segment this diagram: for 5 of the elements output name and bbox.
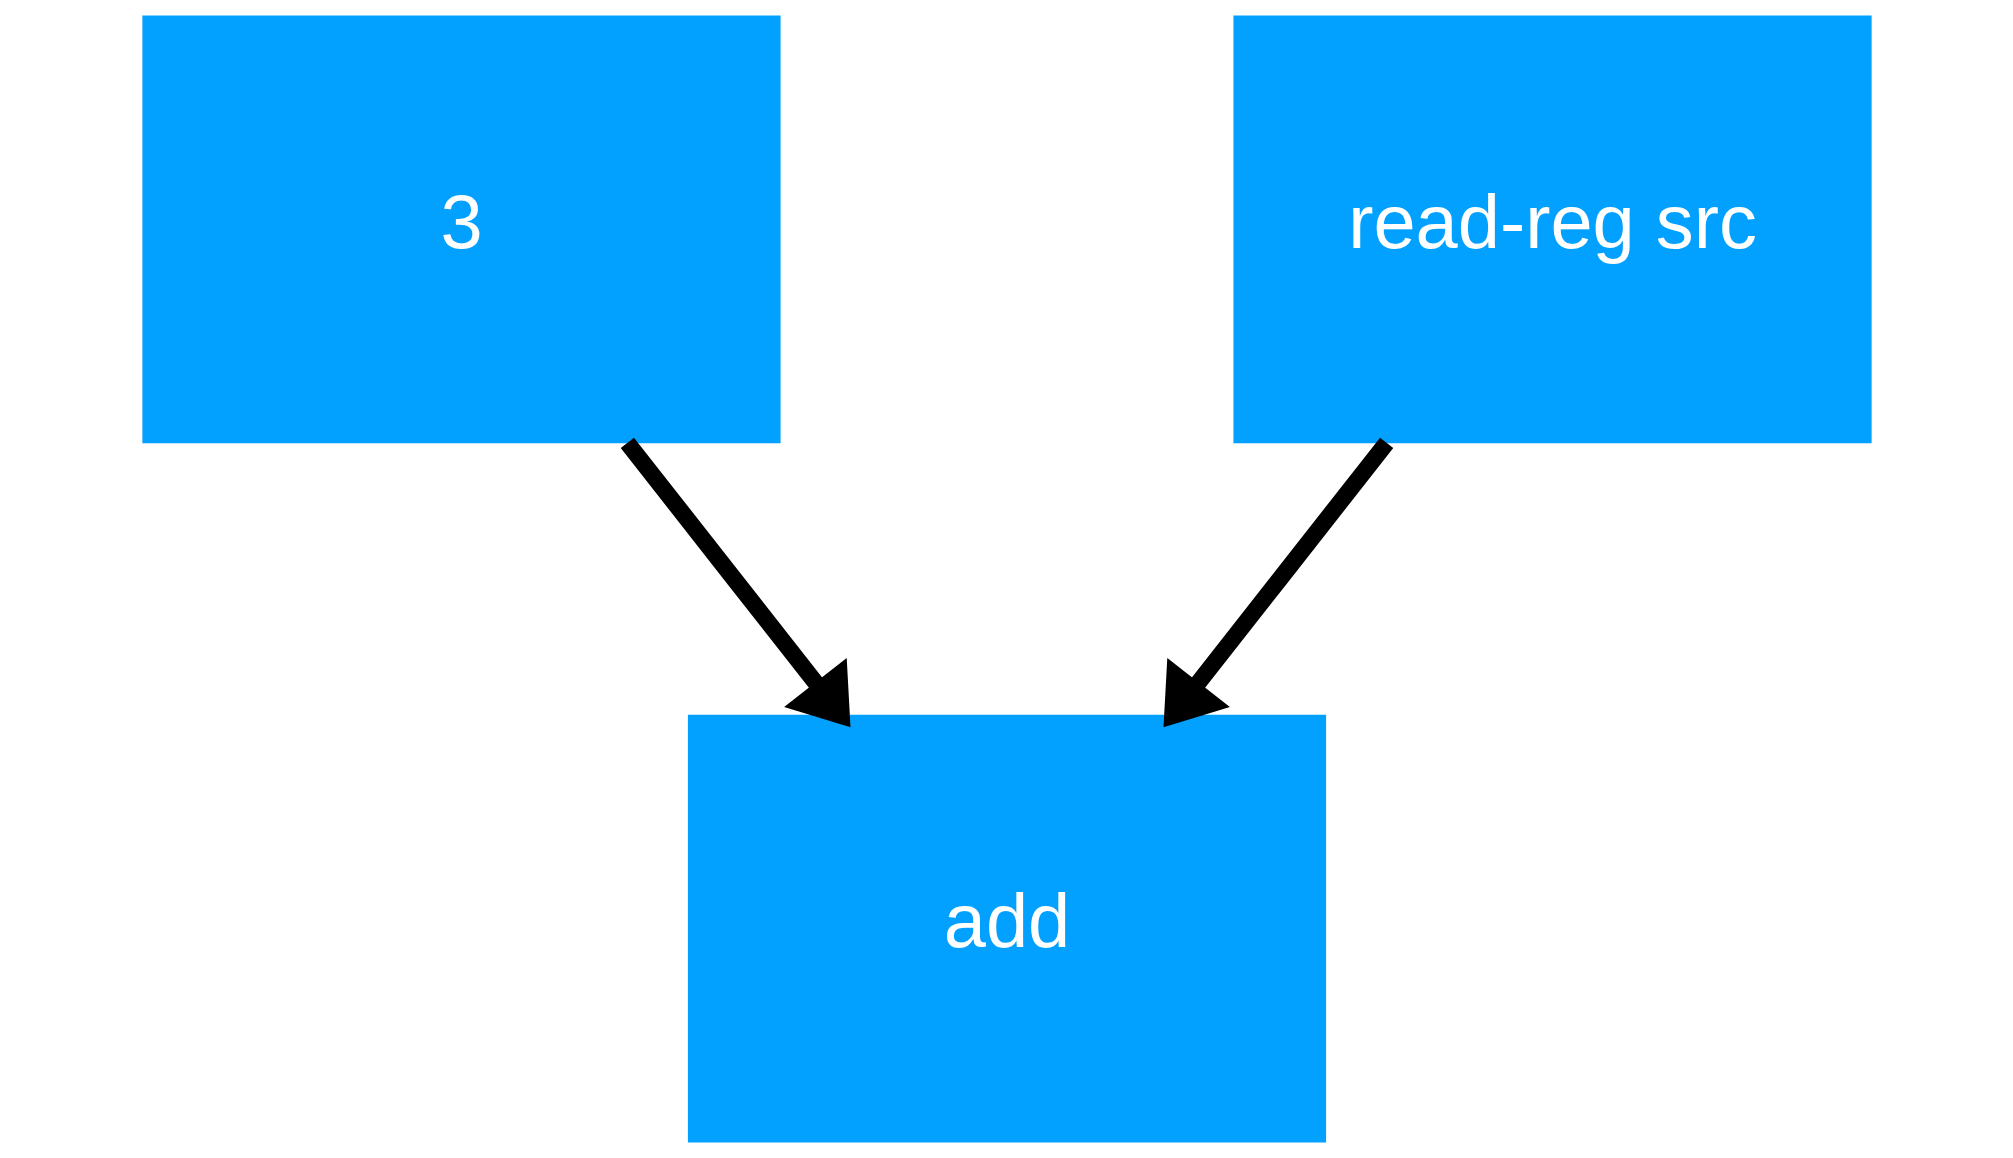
arrow bbox=[620, 437, 850, 728]
node-box: add bbox=[687, 714, 1326, 1143]
arrow bbox=[1163, 437, 1393, 728]
node-box: read-reg src bbox=[1232, 15, 1872, 444]
node-box: 3 bbox=[141, 15, 781, 444]
